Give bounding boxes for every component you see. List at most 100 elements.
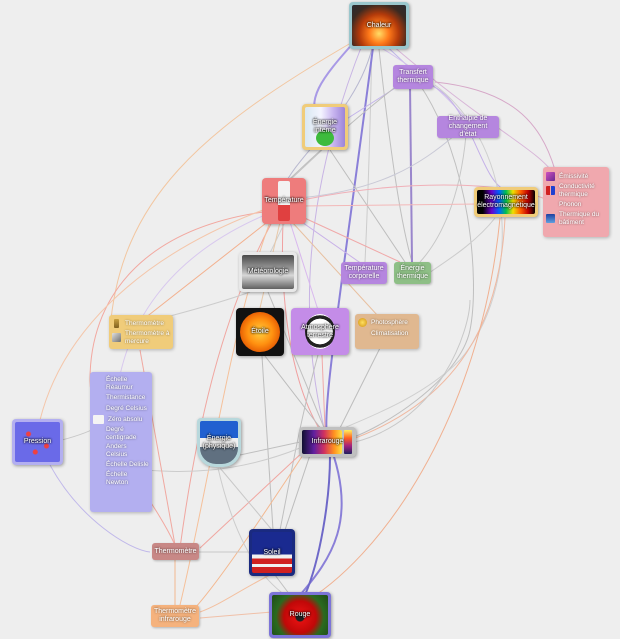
edge [49,464,151,553]
edge [409,84,413,263]
edge [299,134,456,199]
node-label: Énergie (physique) [202,434,236,450]
edge [304,455,331,596]
building-icon [546,214,555,223]
node-echelles-group[interactable]: Échelle Réaumur Thermistance Degré Celsi… [90,372,152,512]
phonon-icon [546,200,555,209]
atmosphere-logo-image [305,314,335,349]
fire-image [352,5,406,46]
thermometer-image [278,181,290,221]
edge [284,454,311,531]
edge [119,214,266,376]
edge [199,611,273,619]
node-label: Thermomètre [154,547,197,555]
node-pression[interactable]: Pression [12,419,63,465]
list-item[interactable]: Conductivité thermique [546,183,606,198]
edge [219,467,273,531]
edge [291,221,379,317]
node-label: Énergie thermique [396,265,429,280]
edge [349,217,506,441]
list-item[interactable]: Échelle Delisle [93,460,149,469]
blank-icon [93,446,102,455]
item-label: Photosphère [371,318,408,326]
edge [299,203,481,207]
edge [109,39,357,331]
node-label: Météorologie [247,268,289,275]
edge [339,347,381,429]
edge [279,354,319,531]
node-chaleur[interactable]: Chaleur [349,2,409,49]
node-meteorologie[interactable]: Météorologie [239,252,297,292]
list-item[interactable]: Thermomètre [112,319,170,328]
node-etoile[interactable]: Étoile [236,308,284,356]
poppy-image [272,595,328,635]
green-liquid-icon [316,130,334,146]
node-atmosphere-terrestre[interactable]: Atmosphère terrestre [291,308,349,355]
edge [329,149,406,263]
edge [344,84,474,441]
list-item[interactable]: Thermique du bâtiment [546,211,606,226]
item-label: Thermistance [106,393,146,401]
node-energie-thermique[interactable]: Énergie thermique [394,262,431,284]
node-label: Température corporelle [344,265,384,280]
list-item[interactable]: Échelle Réaumur [93,376,149,391]
list-item[interactable]: Degré Celsius [93,404,149,413]
item-label: Phonon [559,200,582,208]
node-label: Soleil [263,548,281,556]
list-item[interactable]: Émissivité [546,172,606,181]
edge [419,217,496,281]
node-emissivite-group[interactable]: Émissivité Conductivité thermique Phonon… [543,167,609,237]
list-item[interactable]: Échelle Newton [93,471,149,486]
node-thermometre-infrarouge[interactable]: Thermomètre infrarouge [151,605,199,627]
list-item[interactable]: Zéro absolu [93,415,149,424]
item-label: Échelle Newton [106,471,129,486]
blank-icon [93,393,102,402]
list-item[interactable]: Anders Celsius [93,443,149,458]
item-label: Émissivité [559,172,589,180]
node-label: Énergie interne [312,119,338,134]
node-thermometre-group[interactable]: Thermomètre Thermomètre à mercure [109,315,173,349]
thermometer-icon [114,319,119,328]
node-label: Pression [23,438,52,445]
list-item[interactable]: Thermistance [93,393,149,402]
node-rouge[interactable]: Rouge [269,592,331,638]
blank-icon [93,429,102,438]
node-soleil[interactable]: Soleil [249,529,295,576]
spectrum-image [477,190,535,214]
edge [217,467,286,596]
node-enthalpie[interactable]: Enthalpie de changement d'état [437,115,499,138]
edge [434,81,556,171]
item-label: Anders Celsius [106,443,128,458]
node-transfert-thermique[interactable]: Transfert thermique [393,65,433,89]
item-label: Thermomètre à mercure [125,330,170,345]
node-temperature[interactable]: Température [262,178,306,224]
node-infrarouge[interactable]: Infrarouge [299,427,356,457]
list-item[interactable]: Climatisation [358,329,416,338]
node-label: Chaleur [366,21,392,29]
edge [419,134,467,263]
edge [364,39,373,263]
node-energie-interne[interactable]: Énergie interne [302,104,348,150]
sun-star-image [240,312,280,352]
node-energie-physique[interactable]: Énergie (physique) [197,418,241,467]
node-label: Enthalpie de changement d'état [448,115,488,138]
node-label: Rayonnement électromagnétique [477,194,535,209]
node-photosphere-group[interactable]: Photosphère Climatisation [355,314,419,349]
node-label: Thermomètre infrarouge [154,608,197,623]
node-temperature-corporelle[interactable]: Température corporelle [341,262,387,284]
list-item[interactable]: Phonon [546,200,606,209]
node-thermometre[interactable]: Thermomètre [152,543,199,560]
edge [264,355,323,431]
edge [239,441,301,456]
item-label: Climatisation [371,329,409,337]
node-label: Transfert thermique [397,69,429,84]
item-label: Thermique du bâtiment [559,211,600,226]
node-label: Étoile [251,328,269,335]
node-rayonnement[interactable]: Rayonnement électromagnétique [474,187,538,217]
list-item[interactable]: Thermomètre à mercure [112,330,170,345]
edge [274,574,291,596]
list-item[interactable]: Degré centigrade [93,426,149,441]
edge [354,299,471,443]
edge [199,574,271,613]
list-item[interactable]: Photosphère [358,318,416,327]
